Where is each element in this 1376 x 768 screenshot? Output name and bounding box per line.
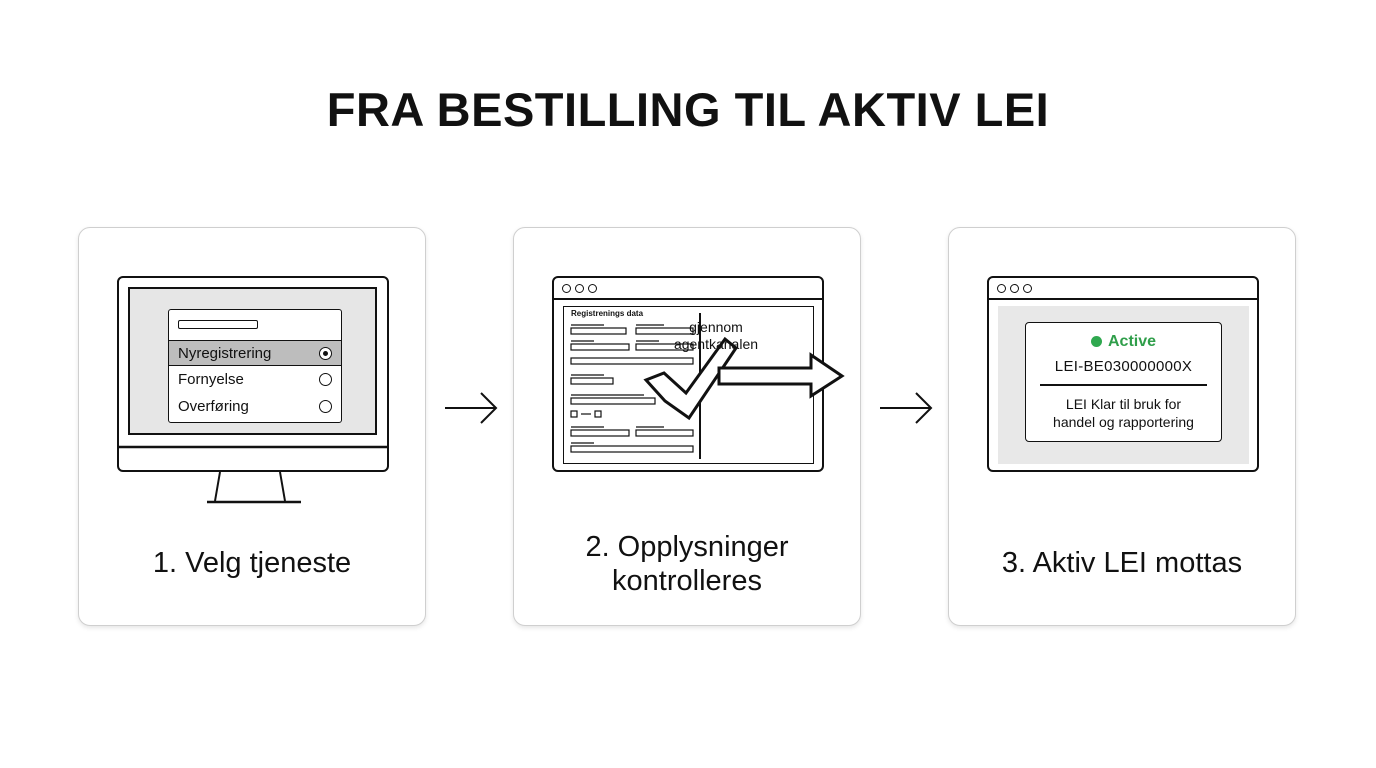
- radio-empty-icon[interactable]: [319, 400, 332, 413]
- browser-dots-icon: [989, 278, 1257, 300]
- step-caption: 1. Velg tjeneste: [152, 547, 352, 579]
- form-fields: [570, 324, 694, 453]
- checkmark-icon: [643, 336, 845, 421]
- option-new-registration[interactable]: Nyregistrering: [169, 340, 341, 366]
- lei-code: LEI-BE030000000X: [1054, 358, 1193, 375]
- form-label: Registrenings data: [571, 309, 644, 318]
- option-transfer[interactable]: Overføring: [169, 394, 341, 420]
- dialog-title-bar: [178, 320, 258, 329]
- status-dot-icon: [1090, 336, 1102, 347]
- step-card-verify-details: Registrenings data: [513, 227, 861, 626]
- radio-checked-icon[interactable]: [319, 347, 332, 360]
- status-badge: Active: [1026, 333, 1221, 351]
- option-label: Nyregistrering: [178, 345, 272, 362]
- option-renewal[interactable]: Fornyelse: [169, 367, 341, 393]
- option-label: Fornyelse: [178, 371, 244, 388]
- page-title: FRA BESTILLING TIL AKTIV LEI: [326, 83, 1050, 136]
- step-caption: 2. Opplysninger kontrolleres: [585, 531, 789, 597]
- browser-dots-icon: [554, 278, 822, 300]
- browser-window: Active LEI-BE030000000X LEI Klar til bru…: [987, 276, 1259, 472]
- step-card-active-lei: Active LEI-BE030000000X LEI Klar til bru…: [948, 227, 1296, 626]
- right-arrow-icon: [445, 392, 498, 424]
- step-card-select-service: Nyregistrering Fornyelse Overføring 1. V…: [78, 227, 426, 626]
- monitor-icon: Nyregistrering Fornyelse Overføring: [117, 276, 389, 472]
- lei-note: LEI Klar til bruk for handel og rapporte…: [1053, 396, 1194, 430]
- service-dialog: Nyregistrering Fornyelse Overføring: [168, 309, 342, 423]
- monitor-screen: Nyregistrering Fornyelse Overføring: [128, 287, 377, 435]
- option-label: Overføring: [178, 398, 249, 415]
- lei-card: Active LEI-BE030000000X LEI Klar til bru…: [1025, 322, 1222, 442]
- step-caption: 3. Aktiv LEI mottas: [1001, 547, 1243, 579]
- right-arrow-icon: [880, 392, 933, 424]
- radio-empty-icon[interactable]: [319, 373, 332, 386]
- monitor-stand-icon: [117, 445, 389, 504]
- content-panel: Active LEI-BE030000000X LEI Klar til bru…: [998, 306, 1249, 464]
- agent-channel-label: gjennom agentkanalen: [673, 319, 759, 352]
